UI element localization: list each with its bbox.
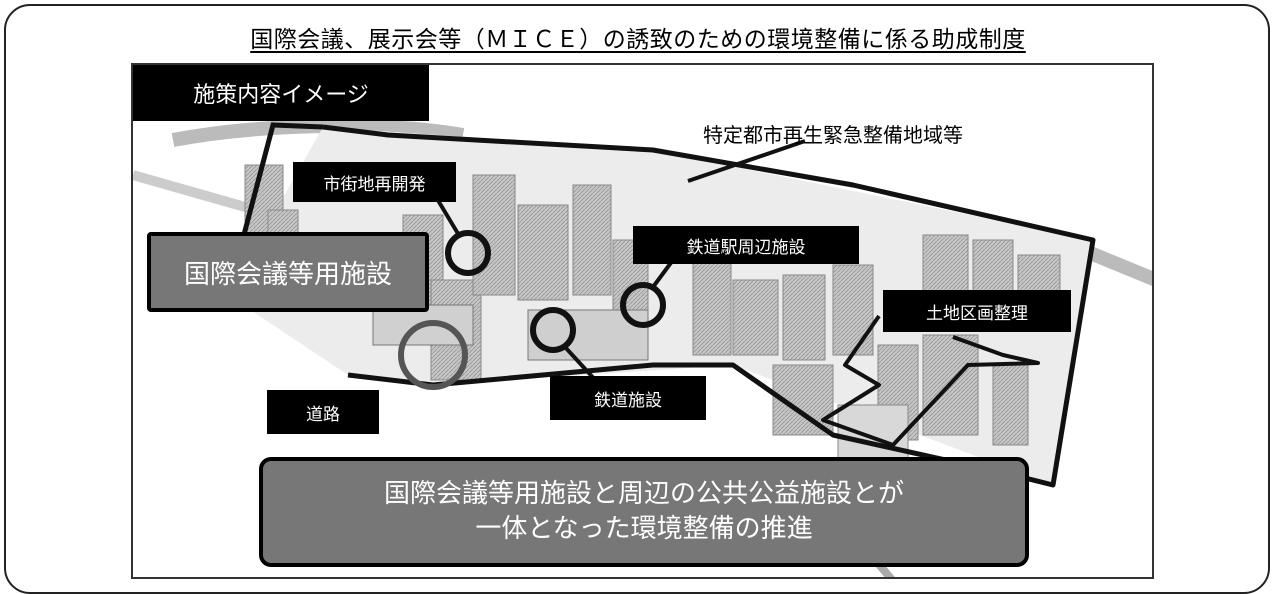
label-station-facilities: 鉄道駅周辺施設 bbox=[633, 226, 859, 264]
marker-circle-redevelopment bbox=[445, 230, 491, 276]
leader-district bbox=[687, 139, 806, 183]
header-label: 施策内容イメージ bbox=[133, 65, 429, 121]
marker-circle-station bbox=[620, 282, 666, 328]
illustration-panel: 施策内容イメージ 特定都市再生緊急整備地域等 市街地再開発 鉄道駅周辺施設 土地… bbox=[131, 63, 1154, 579]
label-railway-facilities: 鉄道施設 bbox=[550, 376, 706, 420]
page-title: 国際会議、展示会等（ＭＩＣＥ）の誘致のための環境整備に係る助成制度 bbox=[250, 27, 1026, 53]
marker-circle-road bbox=[398, 320, 468, 390]
mice-facility-box: 国際会議等用施設 bbox=[147, 232, 429, 312]
leader-station bbox=[651, 258, 675, 289]
land-readjustment-boundary bbox=[821, 314, 1040, 447]
summary-box: 国際会議等用施設と周辺の公共公益施設とが 一体となった環境整備の推進 bbox=[259, 457, 1029, 567]
summary-line-2: 一体となった環境整備の推進 bbox=[475, 514, 813, 544]
district-label: 特定都市再生緊急整備地域等 bbox=[703, 123, 963, 147]
marker-circle-railway bbox=[530, 307, 576, 353]
summary-line-1: 国際会議等用施設と周辺の公共公益施設とが bbox=[383, 478, 904, 509]
label-urban-redevelopment: 市街地再開発 bbox=[293, 162, 456, 202]
district-boundary bbox=[322, 124, 1096, 488]
elevated-road-right bbox=[1080, 243, 1152, 286]
label-road: 道路 bbox=[267, 390, 379, 434]
label-land-readjustment: 土地区画整理 bbox=[883, 290, 1071, 332]
